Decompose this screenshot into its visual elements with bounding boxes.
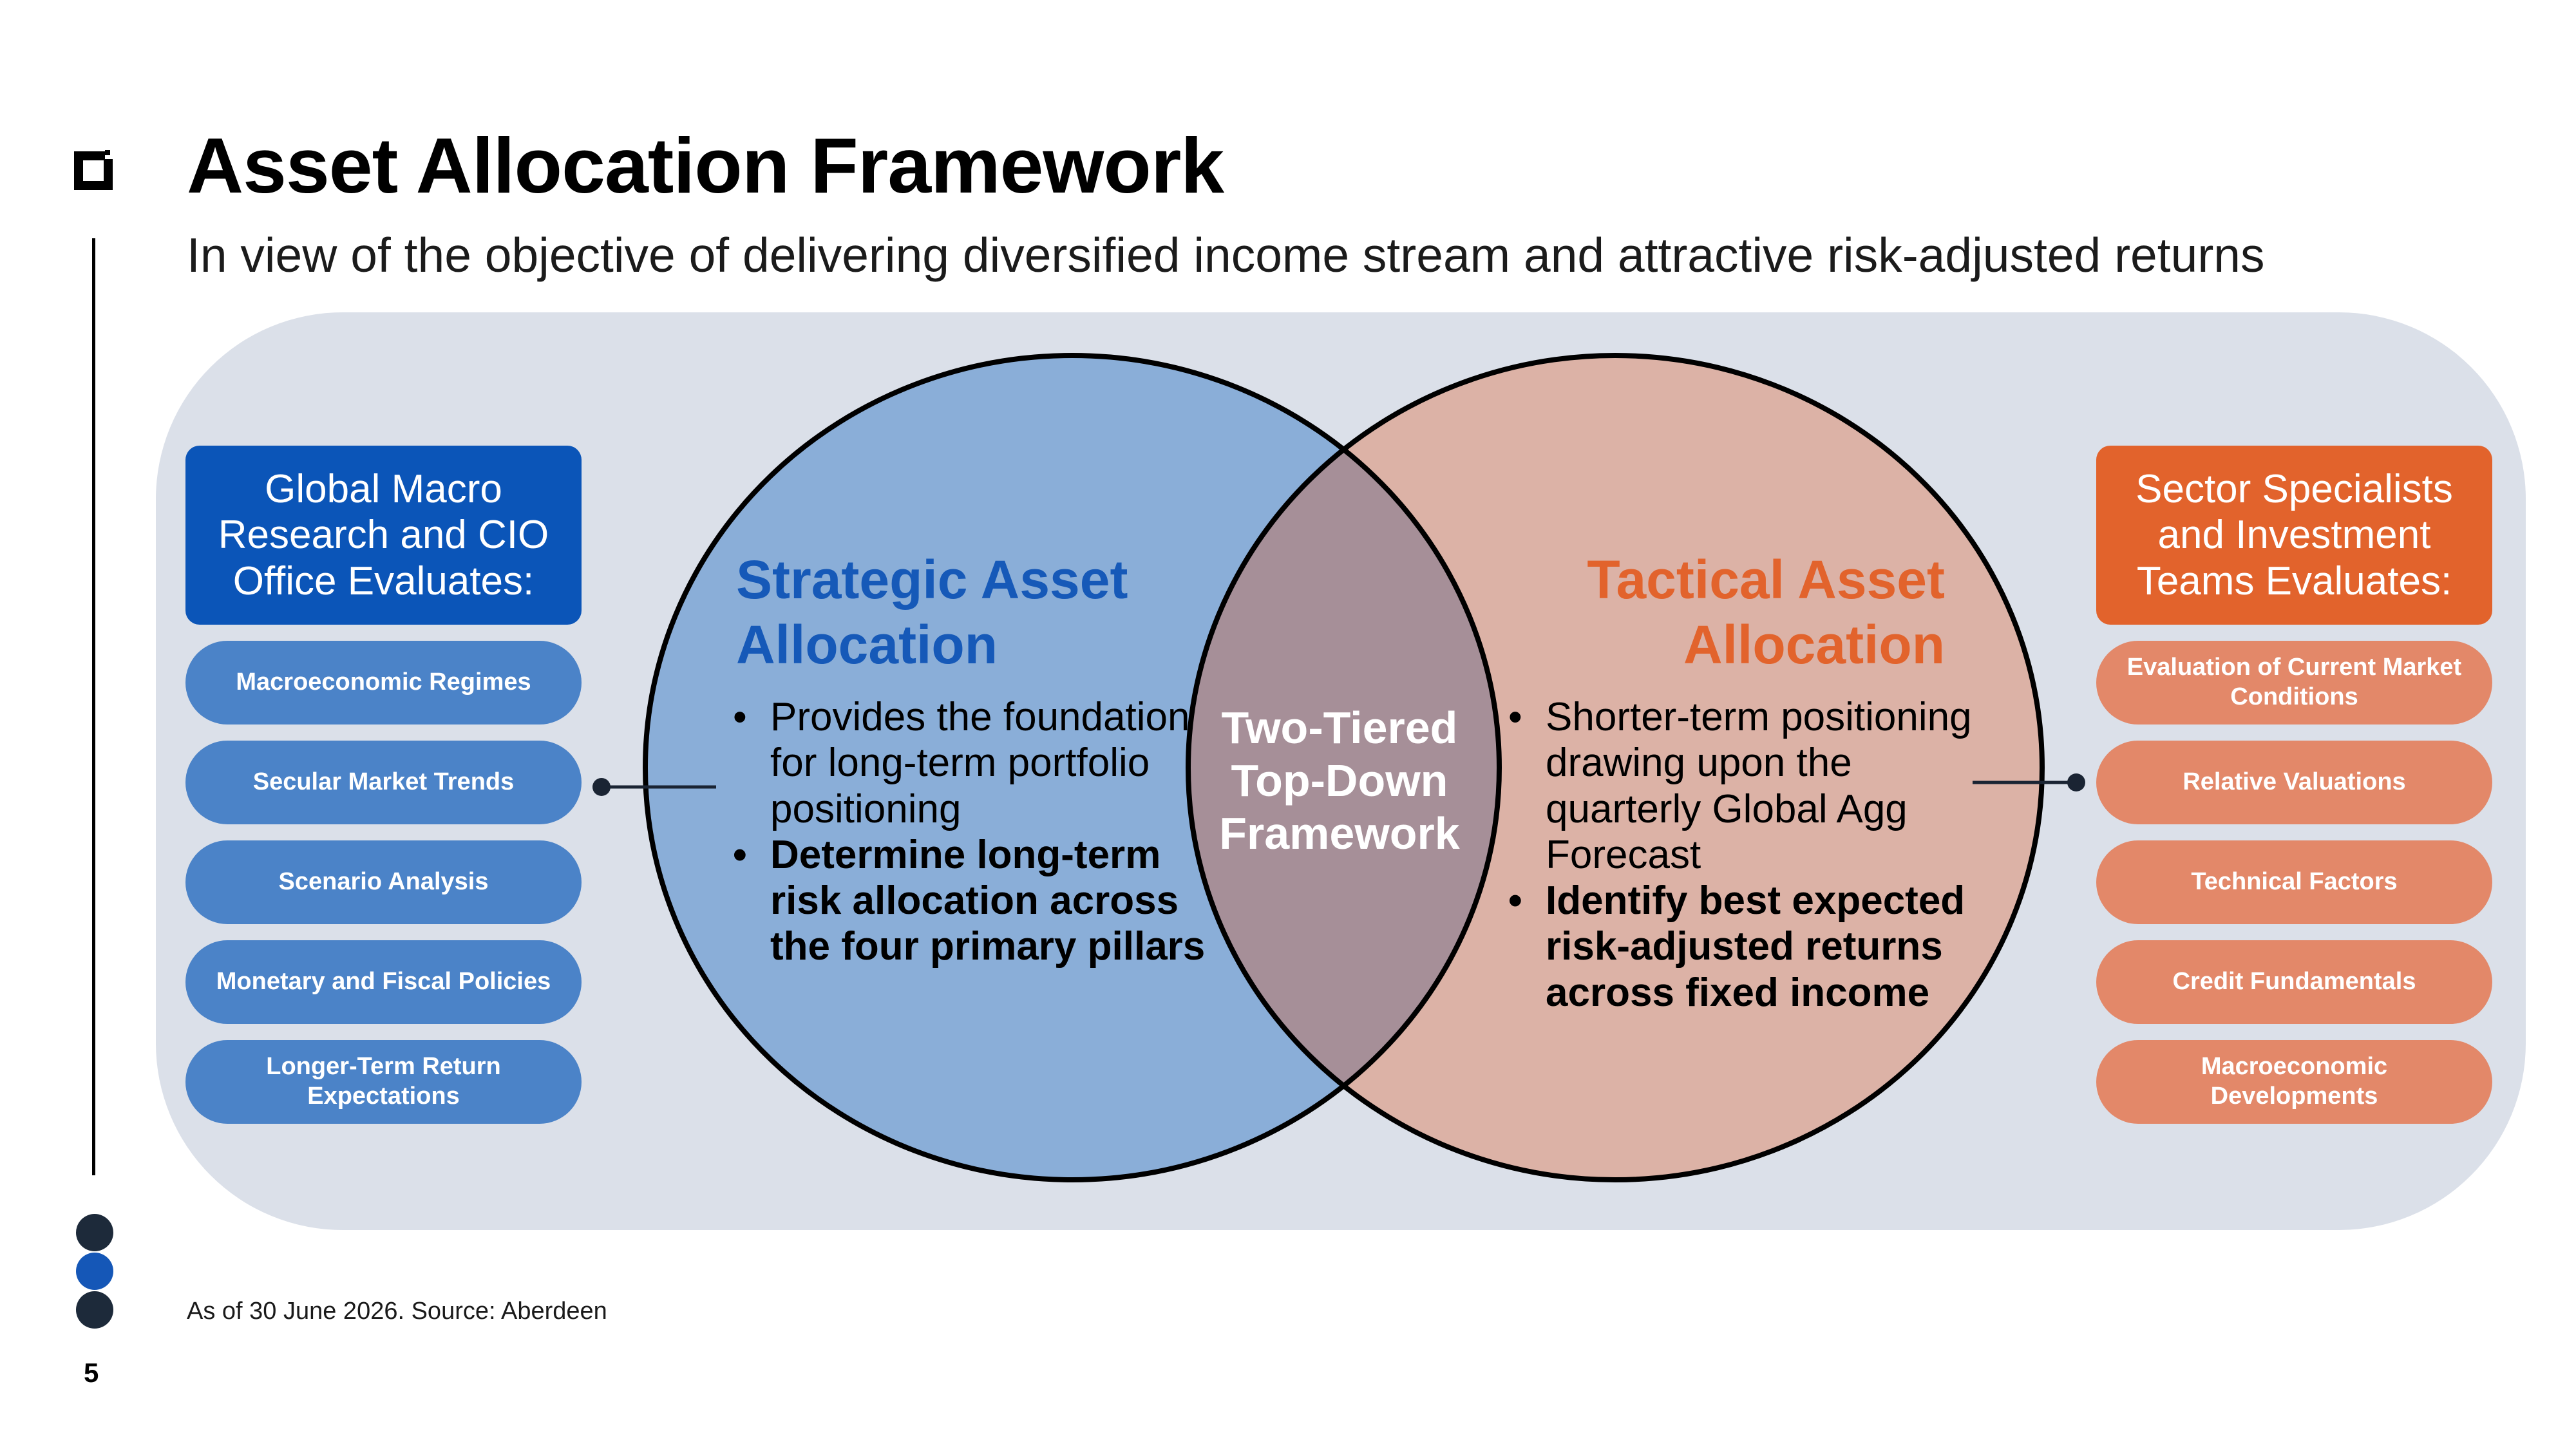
left-item-macroeconomic-regimes: Macroeconomic Regimes [185, 641, 582, 724]
overlap-line2: Top-Down [1231, 755, 1448, 806]
right-item-relative-valuations: Relative Valuations [2096, 741, 2492, 824]
right-item-current-market-conditions: Evaluation of Current Market Conditions [2096, 641, 2492, 724]
strategic-bullets: Provides the foundation for long-term po… [733, 694, 1222, 970]
source-footnote: As of 30 June 2026. Source: Aberdeen [187, 1298, 607, 1325]
page-number: 5 [84, 1358, 99, 1388]
tactical-bullet: Identify best expected risk-adjusted ret… [1508, 878, 1972, 1016]
right-item-technical-factors: Technical Factors [2096, 840, 2492, 924]
right-heading-box: Sector Specialists and Investment Teams … [2096, 446, 2492, 625]
strategic-title: Strategic Asset Allocation [736, 547, 1128, 677]
strategic-title-line1: Strategic Asset [736, 549, 1128, 610]
overlap-label: Two-Tiered Top-Down Framework [1175, 702, 1504, 860]
page-title: Asset Allocation Framework [187, 122, 1224, 209]
tactical-bullets: Shorter-term positioning drawing upon th… [1508, 694, 1972, 1016]
right-item-macroeconomic-developments: Macroeconomic Developments [2096, 1040, 2492, 1124]
strategic-bullet: Determine long-term risk allocation acro… [733, 832, 1222, 970]
strategic-bullet: Provides the foundation for long-term po… [733, 694, 1222, 832]
left-item-longer-term-return-expectations: Longer-Term Return Expectations [185, 1040, 582, 1124]
nav-dot [76, 1253, 113, 1290]
right-connector-dot [2067, 773, 2085, 791]
nav-dot [76, 1214, 113, 1251]
tactical-title-line2: Allocation [1683, 614, 1945, 675]
left-item-scenario-analysis: Scenario Analysis [185, 840, 582, 924]
left-heading-box: Global Macro Research and CIO Office Eva… [185, 446, 582, 625]
overlap-region [1188, 355, 1499, 1180]
tactical-title: Tactical Asset Allocation [1558, 547, 1945, 677]
strategic-title-line2: Allocation [736, 614, 998, 675]
overlap-line3: Framework [1219, 808, 1460, 858]
left-item-secular-market-trends: Secular Market Trends [185, 741, 582, 824]
vertical-rule [92, 238, 95, 1175]
tactical-title-line1: Tactical Asset [1587, 549, 1945, 610]
page-subtitle: In view of the objective of delivering d… [187, 228, 2265, 282]
tactical-bullet: Shorter-term positioning drawing upon th… [1508, 694, 1972, 878]
right-item-credit-fundamentals: Credit Fundamentals [2096, 940, 2492, 1024]
left-item-monetary-fiscal-policies: Monetary and Fiscal Policies [185, 940, 582, 1024]
nav-dot [76, 1291, 113, 1329]
left-connector-dot [592, 778, 611, 796]
overlap-line1: Two-Tiered [1221, 703, 1458, 753]
aberdeen-logo-icon [74, 150, 113, 190]
